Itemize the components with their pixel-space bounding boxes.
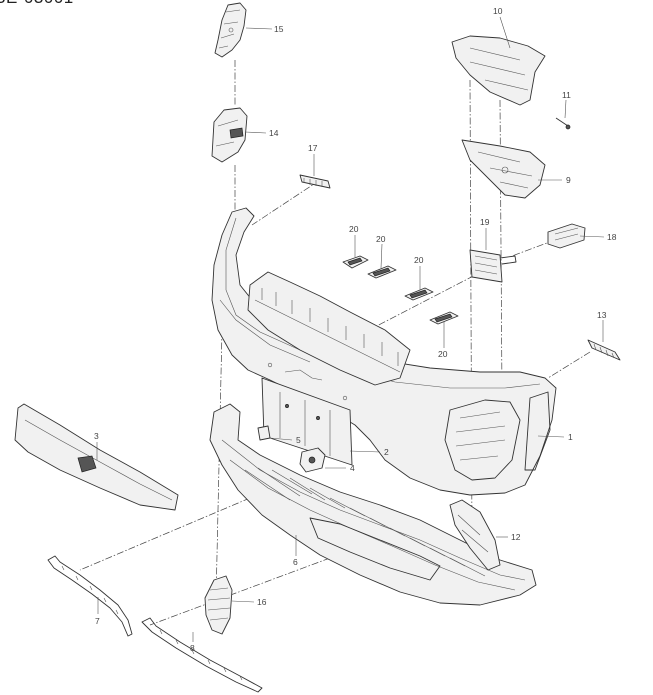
callout-16: 16 (257, 597, 267, 607)
callout-20d: 20 (438, 349, 448, 359)
callout-3: 3 (94, 431, 99, 441)
callout-7: 7 (95, 616, 100, 626)
callout-17: 17 (308, 143, 318, 153)
part-5-small-bracket (257, 425, 271, 441)
part-8-chrome-strip-right (141, 617, 263, 693)
assembly-lines (79, 60, 591, 626)
clip-c (404, 287, 434, 301)
callout-8: 8 (190, 643, 195, 653)
part-12-lower-side-bracket (449, 499, 501, 571)
callout-9: 9 (566, 175, 571, 185)
callout-2: 2 (384, 447, 389, 457)
callout-20b: 20 (376, 234, 386, 244)
part-6-lower-bumper (209, 403, 537, 606)
callout-12: 12 (511, 532, 521, 542)
callout-10: 10 (493, 6, 503, 16)
part-1-bumper-cover (211, 207, 557, 496)
callout-4: 4 (350, 463, 355, 473)
callout-14: 14 (269, 128, 279, 138)
callout-15: 15 (274, 24, 284, 34)
callout-5: 5 (296, 435, 301, 445)
part-11-screw (555, 117, 571, 130)
part-17-small-bracket (299, 174, 331, 189)
part-2-plate-bracket (261, 377, 353, 466)
callout-20a: 20 (349, 224, 359, 234)
diagram-code: 3E-03001 (0, 0, 74, 8)
callout-6: 6 (293, 557, 298, 567)
part-19-sensor-bracket (469, 249, 517, 283)
part-10-upper-support (451, 35, 546, 106)
part-4-sensor (299, 447, 326, 473)
callout-11: 11 (562, 90, 571, 100)
part-15-upper-bracket (214, 2, 247, 58)
part-9-side-bracket (461, 139, 546, 199)
part-14-clip-bracket (211, 107, 248, 163)
part-20-clips (342, 255, 459, 325)
part-18-bracket (547, 223, 586, 249)
clip-d (429, 311, 459, 325)
part-3-upper-trim (14, 403, 179, 511)
callout-13: 13 (597, 310, 607, 320)
callout-18: 18 (607, 232, 617, 242)
callout-20c: 20 (414, 255, 424, 265)
callouts: 1 2 3 4 5 6 7 8 9 10 11 12 13 14 15 16 1… (94, 6, 617, 653)
clip-a (342, 255, 369, 269)
callout-1: 1 (568, 432, 573, 442)
leader-lines (96, 16, 605, 642)
callout-19: 19 (480, 217, 490, 227)
part-16-fog-grille (204, 575, 233, 635)
clip-b (367, 265, 397, 279)
part-7-chrome-strip-left (47, 555, 133, 637)
part-13-small-trim (587, 339, 621, 361)
